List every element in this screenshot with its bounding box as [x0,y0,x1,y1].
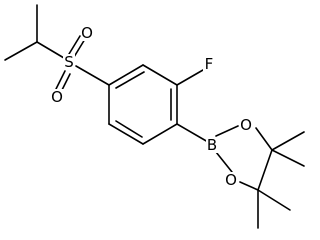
sulfur-label: S [64,53,74,71]
sulfonyl-oxygen-bottom-label: O [51,88,63,106]
bond-boron-o-bottom [215,151,233,173]
bond-o-top-carbon [255,127,273,151]
bond-s-o-bottom-a [55,70,66,90]
ring-bond-5-inner [115,120,143,138]
ring-bond-1 [108,64,144,86]
ring-oxygen-top-label: O [240,116,252,134]
bond-methyl-3 [257,189,291,211]
bond-s-o-top-b [73,38,86,58]
benzene-ring [108,64,178,145]
ring-bond-4 [142,123,178,145]
ring-bond-5 [108,123,144,145]
bond-o-bottom-carbon [239,181,259,191]
fluorine-label: F [205,55,214,73]
bond-methyl-2 [271,149,305,167]
isopropyl-group [4,4,65,61]
sulfonyl-oxygen-top-label: O [81,24,93,42]
ring-oxygen-bottom-label: O [225,171,237,189]
ring-bond-1-inner [115,71,145,89]
ring-bond-2 [142,64,178,86]
bond-ring-fluorine [176,69,204,86]
boron-label: B [207,136,217,154]
bond-ring-boron [176,123,209,143]
bond-boron-o-top [215,125,239,137]
bond-carbon-carbon [257,149,273,191]
bond-ch-sulfur [36,41,65,59]
bond-s-o-top-a [68,35,81,55]
chemical-structure: S O O F B O O [4,4,305,229]
pinacol-boronate [176,123,305,229]
bond-methyl-1 [271,131,305,151]
bond-methyl-ch-left [4,41,38,61]
atom-labels: S O O F B O O [51,24,253,189]
sulfonyl-group [55,35,110,93]
bond-s-ring [75,65,110,86]
